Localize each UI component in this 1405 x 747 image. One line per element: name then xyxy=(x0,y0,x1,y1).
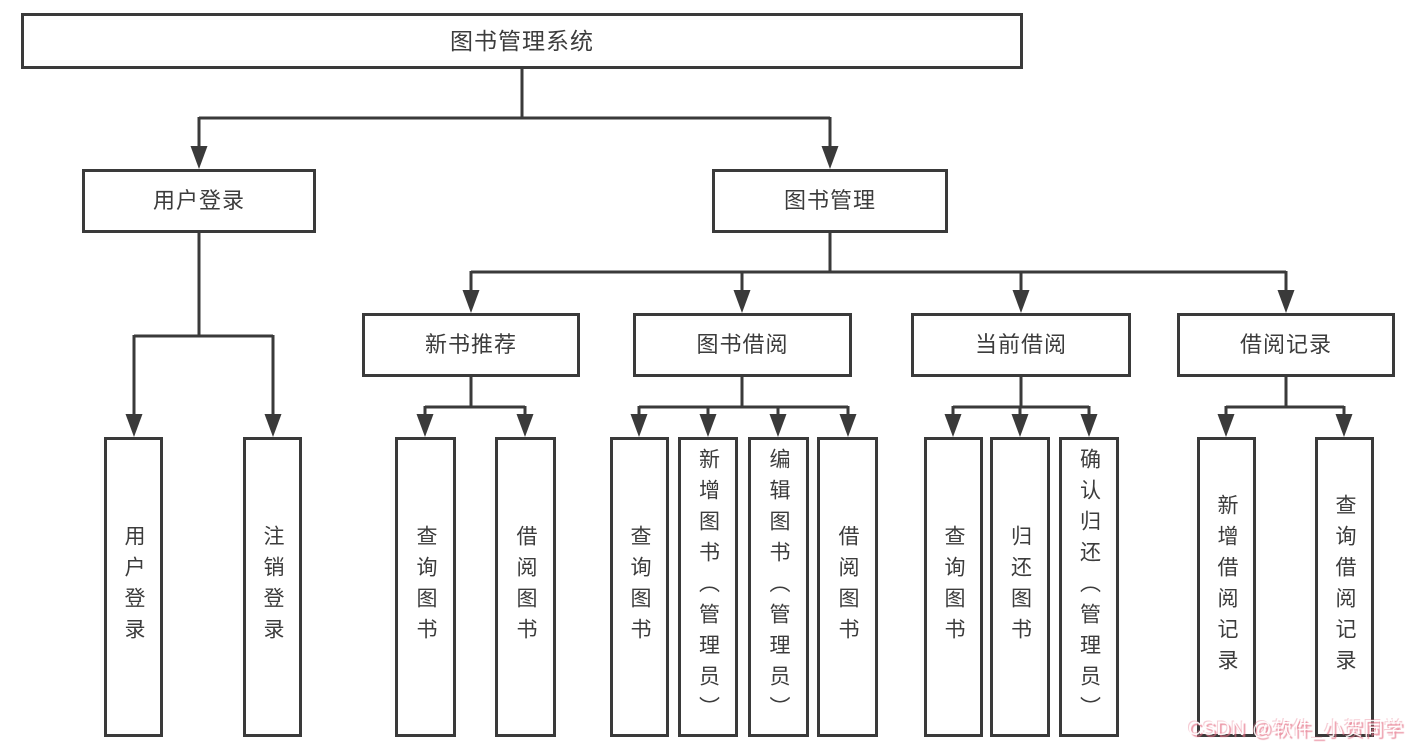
node-new-book-recommend: 新书推荐 xyxy=(362,313,580,377)
node-book-borrowing: 图书借阅 xyxy=(633,313,852,377)
leaf-label: 借阅图书 xyxy=(836,525,859,649)
leaf-label: 归还图书 xyxy=(1008,525,1032,649)
node-leaf-add-borrow-record: 新增借阅记录 xyxy=(1197,437,1256,737)
leaf-label: 查询图书 xyxy=(942,525,965,649)
watermark: CSDN @软件_小贺同学 xyxy=(1188,719,1404,740)
leaf-label: 确认归还（管理员） xyxy=(1077,447,1101,727)
node-leaf-logout: 注销登录 xyxy=(243,437,302,737)
node-leaf-query-borrow-record: 查询借阅记录 xyxy=(1315,437,1374,737)
leaf-label: 查询图书 xyxy=(414,525,437,649)
node-book-management: 图书管理 xyxy=(712,169,948,233)
node-leaf-return-books: 归还图书 xyxy=(990,437,1050,737)
node-borrow-records: 借阅记录 xyxy=(1177,313,1395,377)
node-current-borrowing: 当前借阅 xyxy=(911,313,1131,377)
leaf-label: 用户登录 xyxy=(122,525,145,649)
leaf-label: 查询借阅记录 xyxy=(1333,494,1356,680)
node-leaf-borrow-books-1: 借阅图书 xyxy=(495,437,556,737)
leaf-label: 注销登录 xyxy=(261,525,284,649)
arrowheads xyxy=(125,146,1353,437)
node-leaf-query-books-3: 查询图书 xyxy=(924,437,983,737)
leaf-label: 编辑图书（管理员） xyxy=(767,447,790,727)
node-user-login: 用户登录 xyxy=(82,169,316,233)
node-leaf-confirm-return-admin: 确认归还（管理员） xyxy=(1059,437,1119,737)
leaf-label: 借阅图书 xyxy=(514,525,537,649)
node-leaf-query-books-1: 查询图书 xyxy=(395,437,456,737)
leaf-label: 新增借阅记录 xyxy=(1215,494,1238,680)
leaf-label: 新增图书（管理员） xyxy=(696,447,720,727)
node-leaf-add-books-admin: 新增图书（管理员） xyxy=(678,437,738,737)
leaf-label: 查询图书 xyxy=(628,525,651,649)
node-leaf-query-books-2: 查询图书 xyxy=(610,437,669,737)
node-leaf-user-login: 用户登录 xyxy=(104,437,163,737)
node-leaf-edit-books-admin: 编辑图书（管理员） xyxy=(748,437,809,737)
node-root-system: 图书管理系统 xyxy=(21,13,1023,69)
node-leaf-borrow-books-2: 借阅图书 xyxy=(817,437,878,737)
